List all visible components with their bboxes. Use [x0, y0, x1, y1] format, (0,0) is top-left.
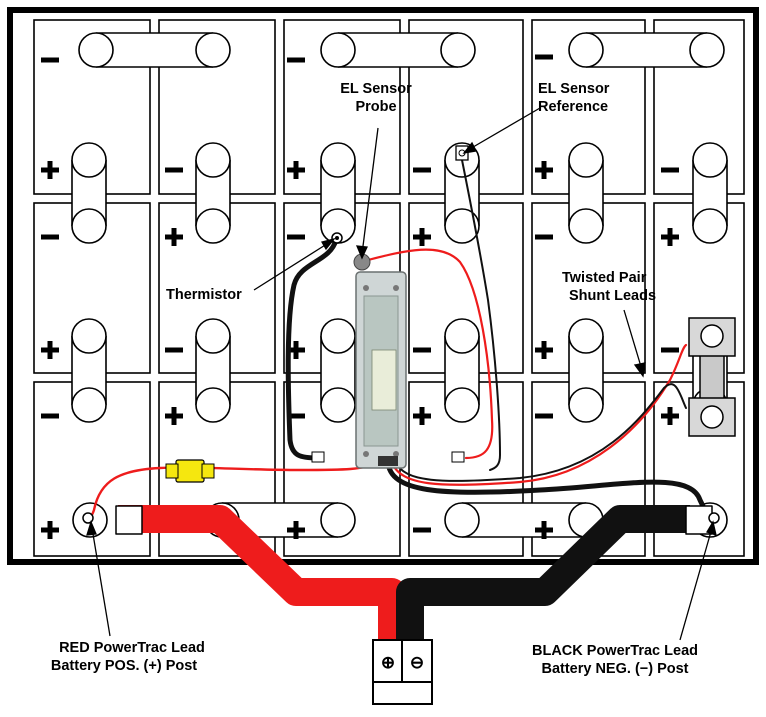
red-powertrac-lead — [118, 505, 406, 646]
minus-icon — [287, 413, 305, 419]
battery-strap — [320, 32, 476, 68]
minus-icon — [535, 234, 553, 240]
plus-icon — [535, 521, 553, 539]
thermistor-lead — [285, 237, 339, 461]
minus-icon — [41, 234, 59, 240]
minus-icon — [661, 167, 679, 173]
label-black-lead: BLACK PowerTrac Lead — [532, 643, 698, 659]
label-twisted-pair: Twisted Pair — [562, 270, 647, 286]
plus-icon — [661, 407, 679, 425]
battery-strap — [444, 318, 480, 423]
label-el-sensor-reference-2: Reference — [538, 99, 608, 115]
minus-icon — [535, 413, 553, 419]
plus-icon — [165, 228, 183, 246]
power-leads — [82, 505, 720, 646]
battery-strap — [320, 142, 356, 244]
el-sensor-reference — [455, 145, 469, 161]
plus-icon — [287, 341, 305, 359]
battery-straps — [71, 32, 728, 538]
battery-strap — [195, 318, 231, 423]
shunt-wire-black — [395, 383, 687, 482]
inline-fuse — [165, 459, 215, 483]
el-reference-wire — [461, 159, 502, 471]
battery-strap — [71, 142, 107, 244]
plug-negative-symbol: ⊖ — [410, 653, 424, 672]
battery-strap — [320, 318, 356, 423]
battery-strap — [568, 142, 604, 244]
minus-icon — [535, 54, 553, 60]
plus-icon — [413, 228, 431, 246]
plus-icon — [661, 228, 679, 246]
shunt — [688, 317, 736, 437]
plus-icon — [287, 521, 305, 539]
plug-positive-symbol: ⊕ — [381, 653, 395, 672]
plus-icon — [413, 407, 431, 425]
shunt-wire-red — [390, 343, 688, 486]
minus-icon — [413, 167, 431, 173]
battery-monitor-module — [355, 271, 407, 469]
label-shunt-leads: Shunt Leads — [569, 288, 656, 304]
battery-strap — [71, 318, 107, 423]
plus-icon — [41, 161, 59, 179]
label-red-lead-2: Battery POS. (+) Post — [51, 658, 197, 674]
plus-icon — [165, 407, 183, 425]
battery-strap — [78, 32, 231, 68]
label-black-lead-2: Battery NEG. (−) Post — [541, 661, 688, 677]
minus-icon — [41, 57, 59, 63]
minus-icon — [413, 527, 431, 533]
plus-icon — [287, 161, 305, 179]
label-thermistor: Thermistor — [166, 287, 242, 303]
label-el-sensor-probe-2: Probe — [355, 99, 396, 115]
battery-strap — [568, 318, 604, 423]
label-el-sensor-reference: EL Sensor — [538, 81, 610, 97]
label-el-sensor-probe: EL Sensor — [340, 81, 412, 97]
battery-strap — [444, 502, 604, 538]
minus-icon — [413, 347, 431, 353]
plus-icon — [41, 341, 59, 359]
plus-icon — [535, 161, 553, 179]
plus-icon — [41, 521, 59, 539]
callout-labels: EL Sensor Probe EL Sensor Reference Ther… — [51, 81, 698, 677]
minus-icon — [165, 347, 183, 353]
minus-icon — [41, 413, 59, 419]
power-wire-red — [86, 460, 374, 520]
minus-icon — [287, 234, 305, 240]
battery-strap — [692, 142, 728, 244]
powertrac-plug: ⊕ ⊖ — [372, 639, 433, 705]
battery-strap — [568, 32, 725, 68]
minus-icon — [165, 167, 183, 173]
minus-icon — [287, 57, 305, 63]
leader-lines — [86, 107, 717, 641]
polarity-signs — [41, 54, 679, 539]
plus-icon — [535, 341, 553, 359]
battery-strap — [195, 142, 231, 244]
sensor-heads — [331, 145, 469, 271]
sensor-wires — [86, 159, 709, 520]
label-red-lead: RED PowerTrac Lead — [59, 640, 205, 656]
minus-icon — [661, 347, 679, 353]
el-probe-wire — [358, 248, 494, 460]
black-powertrac-lead — [396, 505, 690, 646]
